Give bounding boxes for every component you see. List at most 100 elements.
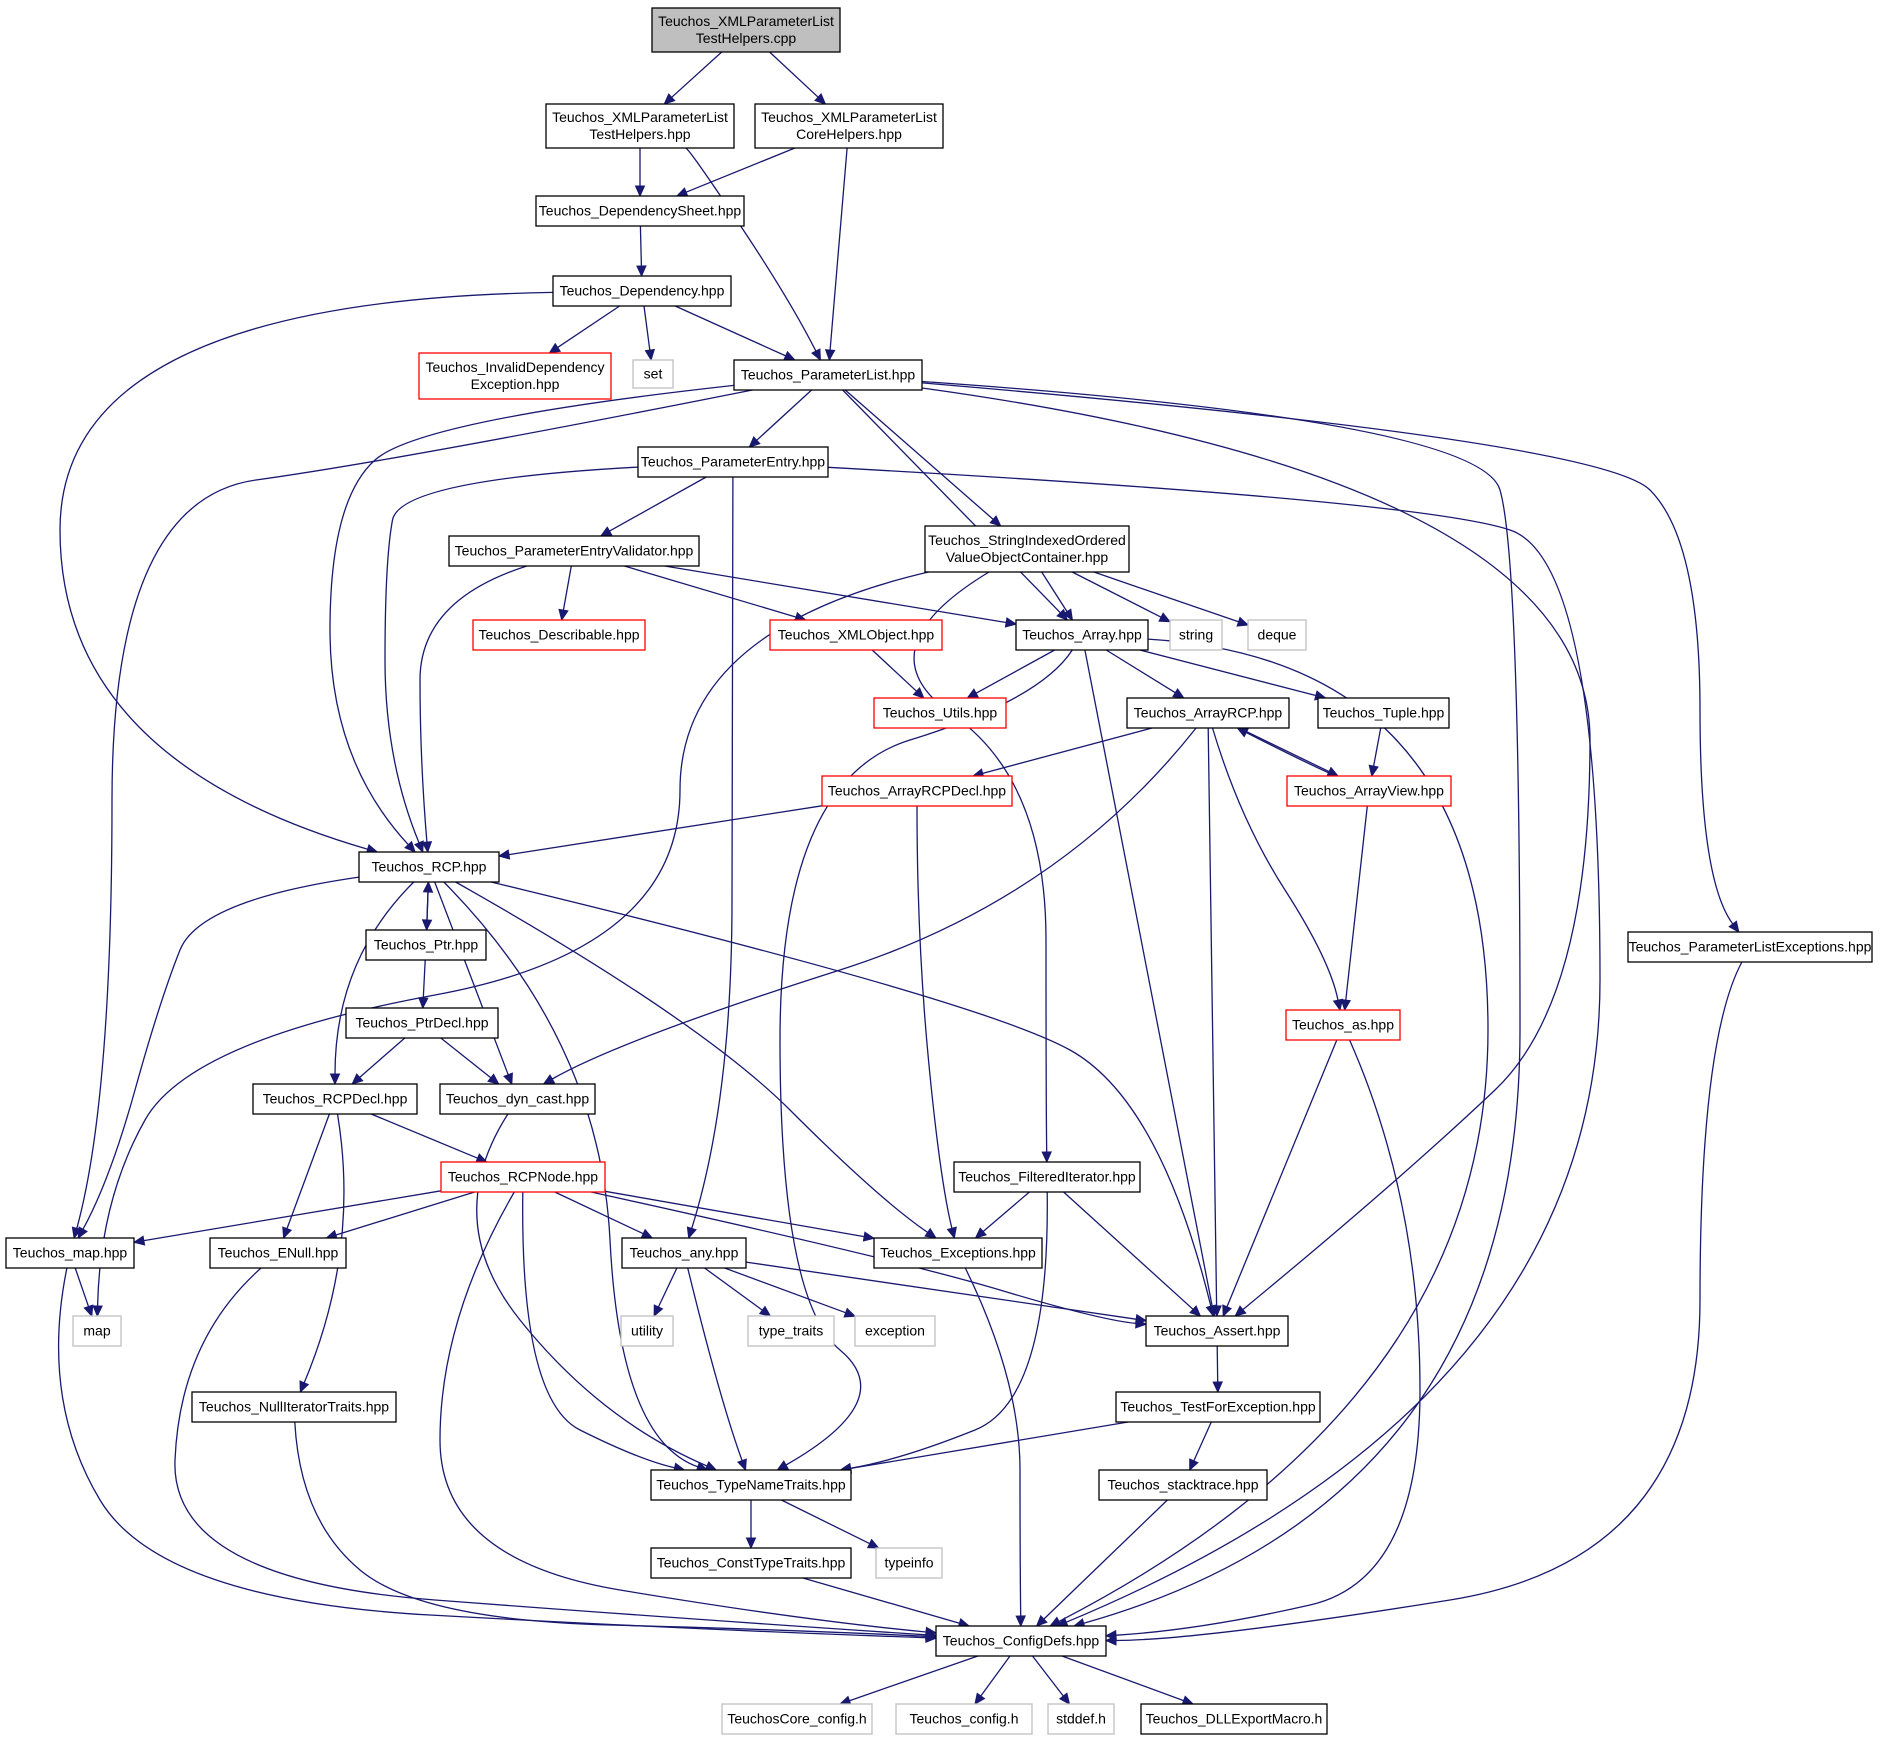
edge-tuple-to-arrayview: [1368, 727, 1382, 778]
arrowhead-icon: [924, 1227, 937, 1239]
node-assert[interactable]: Teuchos_Assert.hpp: [1145, 1315, 1289, 1347]
node-xmlobject[interactable]: Teuchos_XMLObject.hpp: [769, 619, 943, 651]
edge-line: [704, 1267, 763, 1311]
edge-line: [1207, 727, 1218, 1307]
node-nulliteratortraits[interactable]: Teuchos_NullIteratorTraits.hpp: [191, 1391, 397, 1423]
node-box: [1285, 1009, 1401, 1041]
node-label: map: [83, 1323, 110, 1339]
node-label: Teuchos_TypeNameTraits.hpp: [656, 1477, 846, 1493]
edge-line: [745, 1261, 1137, 1320]
node-dependency[interactable]: Teuchos_Dependency.hpp: [552, 275, 732, 307]
node-array[interactable]: Teuchos_Array.hpp: [1015, 619, 1149, 651]
node-label: typeinfo: [884, 1555, 933, 1571]
node-map_hpp[interactable]: Teuchos_map.hpp: [5, 1237, 135, 1269]
node-ptr[interactable]: Teuchos_Ptr.hpp: [365, 929, 487, 961]
node-utility[interactable]: utility: [620, 1315, 674, 1347]
node-label: Teuchos_ParameterEntry.hpp: [641, 454, 825, 470]
edge-ptr-to-ptrdecl: [418, 959, 429, 1010]
node-deque[interactable]: deque: [1247, 619, 1307, 651]
node-consttypetraits[interactable]: Teuchos_ConstTypeTraits.hpp: [650, 1547, 852, 1579]
node-set[interactable]: set: [632, 359, 674, 389]
node-box: [191, 1391, 397, 1423]
node-string[interactable]: string: [1169, 619, 1223, 651]
edge-parameterlist-to-parameterentry: [748, 389, 813, 448]
node-typenametraits[interactable]: Teuchos_TypeNameTraits.hpp: [650, 1469, 852, 1501]
node-teuchoscore_config[interactable]: TeuchosCore_config.h: [721, 1703, 873, 1735]
edge-line: [1063, 1191, 1194, 1310]
edge-any-to-typenametraits: [687, 1267, 747, 1472]
edge-line: [96, 571, 929, 1307]
node-utils[interactable]: Teuchos_Utils.hpp: [873, 697, 1007, 729]
node-rcpdecl[interactable]: Teuchos_RCPDecl.hpp: [252, 1083, 418, 1115]
node-box: [1247, 619, 1307, 651]
node-dyncast[interactable]: Teuchos_dyn_cast.hpp: [439, 1083, 596, 1115]
node-label: Teuchos_Tuple.hpp: [1323, 705, 1445, 721]
edge-rcpdecl-to-enull: [282, 1113, 331, 1240]
node-ptrdecl[interactable]: Teuchos_PtrDecl.hpp: [345, 1007, 499, 1039]
node-exceptions[interactable]: Teuchos_Exceptions.hpp: [873, 1237, 1043, 1269]
node-map[interactable]: map: [72, 1315, 122, 1347]
node-box: [1126, 697, 1290, 729]
edge-arrayrcp-to-as: [1211, 727, 1344, 1012]
edge-line: [143, 1190, 442, 1242]
edge-line: [419, 565, 528, 843]
edge-layer: [57, 51, 1743, 1706]
node-arrayview[interactable]: Teuchos_ArrayView.hpp: [1286, 775, 1452, 807]
edge-rcpdecl-to-rcpnode: [370, 1113, 488, 1163]
node-arrayrcp[interactable]: Teuchos_ArrayRCP.hpp: [1126, 697, 1290, 729]
edge-line: [982, 1191, 1030, 1232]
node-dllexport[interactable]: Teuchos_DLLExportMacro.h: [1140, 1703, 1328, 1735]
node-box: [552, 275, 732, 307]
node-typeinfo[interactable]: typeinfo: [875, 1547, 943, 1579]
node-label: Teuchos_config.h: [910, 1711, 1019, 1727]
node-describable[interactable]: Teuchos_Describable.hpp: [472, 619, 646, 651]
node-as[interactable]: Teuchos_as.hpp: [1285, 1009, 1401, 1041]
node-enull[interactable]: Teuchos_ENull.hpp: [209, 1237, 347, 1269]
edge-line: [1031, 1655, 1064, 1697]
edge-rcp-to-assert: [490, 881, 1216, 1318]
edge-ptrdecl-to-dyncast: [440, 1037, 500, 1085]
edge-line: [422, 959, 426, 999]
node-rcpnode[interactable]: Teuchos_RCPNode.hpp: [440, 1161, 606, 1193]
node-box: [754, 103, 944, 149]
edge-parameterentryvalidator-to-describable: [558, 565, 572, 622]
node-label: Teuchos_ParameterList.hpp: [741, 367, 916, 383]
node-type_traits[interactable]: type_traits: [747, 1315, 835, 1347]
node-rcp[interactable]: Teuchos_RCP.hpp: [358, 851, 500, 883]
node-arrayrcpdecl[interactable]: Teuchos_ArrayRCPDecl.hpp: [821, 775, 1013, 807]
node-parameterlist[interactable]: Teuchos_ParameterList.hpp: [733, 359, 923, 391]
node-parameterentryvalidator[interactable]: Teuchos_ParameterEntryValidator.hpp: [448, 535, 700, 567]
node-parameterlistexceptions[interactable]: Teuchos_ParameterListExceptions.hpp: [1627, 931, 1873, 963]
node-label: Teuchos_RCPDecl.hpp: [263, 1091, 408, 1107]
edge-line: [687, 1267, 743, 1461]
node-dependencysheet[interactable]: Teuchos_DependencySheet.hpp: [535, 195, 745, 227]
node-tuple[interactable]: Teuchos_Tuple.hpp: [1317, 697, 1450, 729]
node-exception[interactable]: exception: [854, 1315, 936, 1347]
edge-rcpnode-to-exceptions: [604, 1190, 876, 1242]
edge-line: [1193, 1421, 1212, 1462]
node-any[interactable]: Teuchos_any.hpp: [621, 1237, 747, 1269]
node-stringindexed[interactable]: Teuchos_StringIndexedOrderedValueObjectC…: [924, 525, 1130, 573]
node-stddef[interactable]: stddef.h: [1047, 1703, 1115, 1735]
node-label: Teuchos_Ptr.hpp: [374, 937, 479, 953]
edge-line: [329, 384, 735, 846]
node-teuchos_config[interactable]: Teuchos_config.h: [895, 1703, 1033, 1735]
edge-line: [370, 1113, 478, 1159]
node-stacktrace[interactable]: Teuchos_stacktrace.hpp: [1098, 1469, 1268, 1501]
node-testforexception[interactable]: Teuchos_TestForException.hpp: [1115, 1391, 1321, 1423]
node-box: [621, 1237, 747, 1269]
edge-root-to-testhelpers_hpp: [663, 51, 723, 105]
node-label: Teuchos_ParameterListExceptions.hpp: [1629, 939, 1872, 955]
node-configdefs[interactable]: Teuchos_ConfigDefs.hpp: [935, 1625, 1107, 1657]
node-parameterentry[interactable]: Teuchos_ParameterEntry.hpp: [637, 446, 829, 478]
edge-xmlobject-to-utils: [871, 649, 925, 699]
node-box: [545, 103, 735, 149]
node-label: Teuchos_XMLObject.hpp: [778, 627, 935, 643]
node-filterediterator[interactable]: Teuchos_FilteredIterator.hpp: [953, 1161, 1141, 1193]
edge-ptr-to-rcp: [422, 880, 434, 931]
edge-line: [639, 225, 643, 267]
